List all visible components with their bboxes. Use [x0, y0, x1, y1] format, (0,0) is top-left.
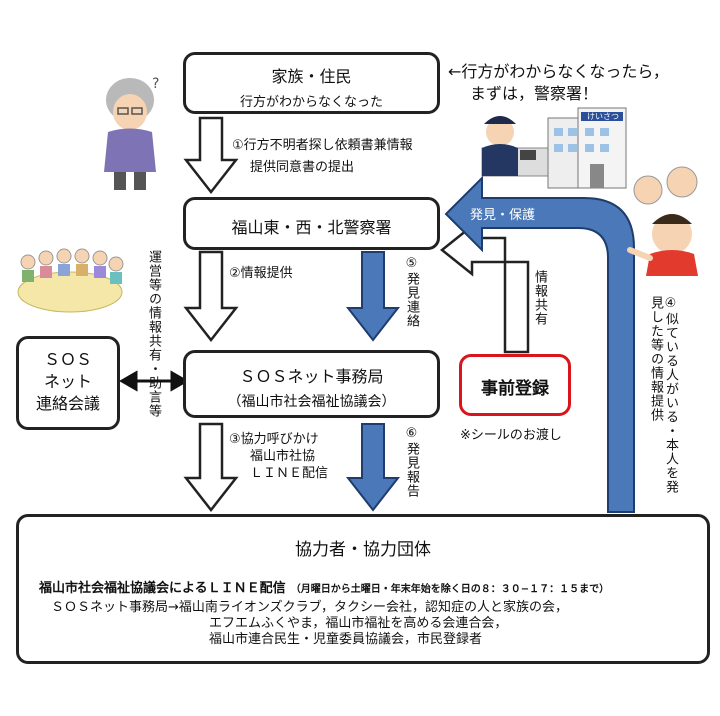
partner-list: ＳＯＳネット事務局→福山南ライオンズクラブ，タクシー会社，認知症の人と家族の会，… [19, 600, 707, 648]
office-box-subtitle: （福山市社会福祉協議会） [227, 394, 396, 410]
step1-line2: 提供同意書の提出 [250, 160, 355, 175]
partner-list-item: エフエムふくやま，福山市福祉を高める会連合会， [209, 616, 508, 631]
step5-label: ⑤発見連絡 [404, 256, 419, 328]
line-delivery-hours: （月曜日から土曜日・年末年始を除く日の８：３０−１７：１５まで） [290, 584, 610, 595]
family-residents-box: 家族・住民 行方がわからなくなった [183, 52, 440, 114]
arrow-family-to-police [183, 116, 239, 195]
preregistration-box: 事前登録 [459, 354, 571, 416]
note-police-line1: ←行方がわからなくなったら， [448, 62, 669, 81]
family-box-title: 家族・住民 [271, 67, 352, 86]
partner-list-item: ＳＯＳネット事務局→福山南ライオンズクラブ，タクシー会社，認知症の人と家族の会， [51, 600, 568, 615]
building-sign: けいさつ [587, 112, 619, 121]
svg-text:?: ? [152, 76, 159, 92]
police-station-box: 福山東・西・北警察署 [183, 197, 440, 250]
step3-line3: ＬＩＮＥ配信 [250, 466, 329, 481]
police-box-title: 福山東・西・北警察署 [231, 218, 392, 237]
partner-list-item: 福山市連合民生・児童委員協議会，市民登録者 [209, 632, 483, 647]
arrow-police-to-office [183, 250, 239, 343]
arrow-police-to-office-blue [345, 251, 401, 342]
step1-line1: ①行方不明者探し依頼書兼情報 [232, 138, 413, 153]
step2-label: ②情報提供 [229, 266, 293, 281]
discovery-protection-label: 発見・保護 [470, 208, 536, 223]
info-share-label: 情報共有 [532, 270, 547, 326]
people-pointing-illustration [627, 166, 698, 276]
police-building-illustration [547, 107, 627, 189]
preregistration-title: 事前登録 [481, 379, 549, 399]
sos-council-line3: 連絡会議 [35, 394, 100, 413]
council-advice-label: 運営等の情報共有・助言等 [146, 250, 161, 418]
partners-title: 協力者・協力団体 [295, 540, 431, 560]
elderly-woman-illustration: ? [104, 76, 159, 190]
sos-office-box: ＳＯＳネット事務局 （福山市社会福祉協議会） [183, 350, 440, 418]
police-officer-illustration [481, 116, 551, 177]
partners-box: 協力者・協力団体 福山市社会福祉協議会によるＬＩＮＥ配信 （月曜日から土曜日・年… [16, 514, 710, 664]
step3-line1: ③協力呼びかけ [229, 432, 319, 447]
arrow-partners-to-police-blue [444, 175, 635, 513]
step6-label: ⑥発見報告 [404, 426, 419, 498]
note-police-line2: まずは，警察署！ [470, 84, 599, 103]
step3-line2: 福山市社協 [250, 449, 316, 464]
arrow-office-to-partners-blue [345, 423, 401, 512]
double-arrow-council-office [118, 370, 190, 392]
office-box-title: ＳＯＳネット事務局 [239, 367, 384, 386]
sos-council-line2: ネット [43, 372, 92, 391]
line-delivery-title: 福山市社会福祉協議会によるＬＩＮＥ配信 [39, 581, 286, 596]
arrow-preregister-to-police [439, 223, 530, 354]
arrow-office-to-partners [183, 422, 239, 513]
family-box-subtitle: 行方がわからなくなった [239, 95, 383, 110]
step4-label: ④似ている人がいる・本人を発見した等の情報提供 [648, 296, 678, 494]
preregistration-note: ※シールのお渡し [460, 428, 562, 443]
sos-council-line1: ＳＯＳ [43, 350, 92, 369]
sos-council-box: ＳＯＳ ネット 連絡会議 [16, 336, 120, 430]
meeting-group-illustration [17, 248, 124, 313]
